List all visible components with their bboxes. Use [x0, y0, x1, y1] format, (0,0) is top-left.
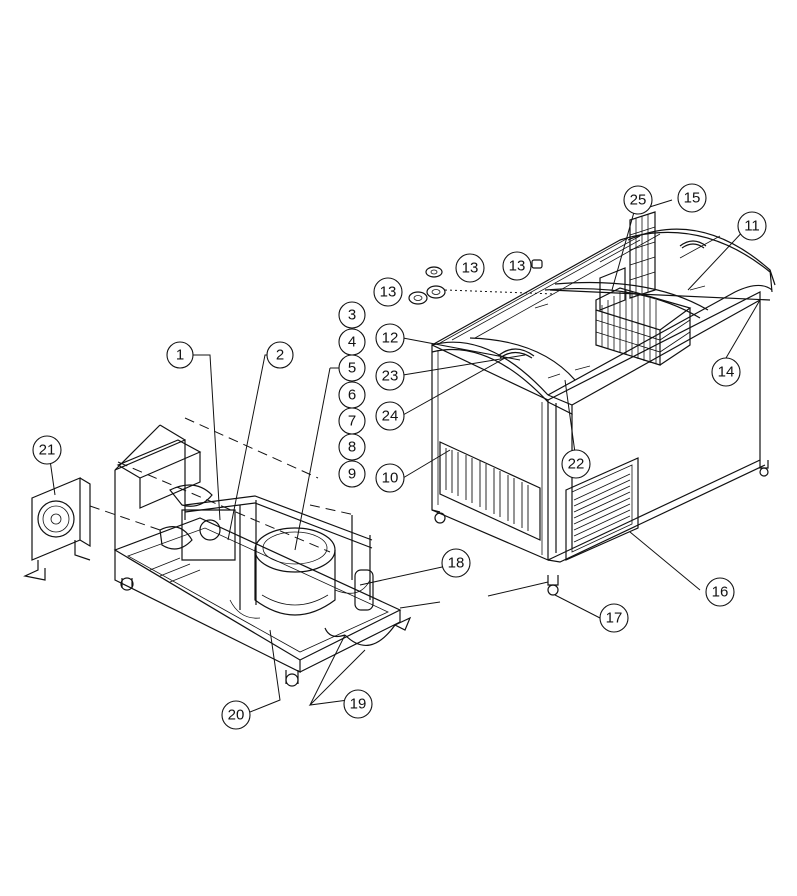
svg-text:13: 13 [462, 260, 479, 277]
svg-text:10: 10 [382, 470, 399, 487]
callout-3: 3 [338, 301, 366, 329]
callout-1: 1 [166, 341, 194, 369]
callout-22: 22 [561, 449, 591, 479]
callout-21: 21 [32, 435, 62, 465]
svg-text:14: 14 [718, 364, 735, 381]
svg-text:4: 4 [348, 334, 356, 351]
svg-text:22: 22 [568, 456, 585, 473]
svg-text:11: 11 [744, 218, 760, 235]
callout-25: 25 [623, 185, 653, 215]
callout-19: 19 [343, 689, 373, 719]
callout-12: 12 [375, 323, 405, 353]
callout-11: 11 [737, 211, 767, 241]
svg-text:13: 13 [509, 258, 526, 275]
svg-text:17: 17 [606, 610, 623, 627]
callout-8: 8 [338, 433, 366, 461]
svg-text:21: 21 [39, 442, 56, 459]
svg-text:13: 13 [380, 284, 397, 301]
svg-text:5: 5 [348, 360, 356, 377]
svg-text:24: 24 [382, 408, 399, 425]
wire-basket [595, 287, 692, 366]
callout-24: 24 [375, 401, 405, 431]
callout-17: 17 [599, 603, 629, 633]
svg-text:25: 25 [630, 192, 647, 209]
svg-text:8: 8 [348, 439, 356, 456]
callout-6: 6 [338, 381, 366, 409]
svg-text:1: 1 [176, 347, 184, 364]
callout-15: 15 [677, 183, 707, 213]
callout-10: 10 [375, 463, 405, 493]
svg-text:18: 18 [448, 555, 465, 572]
svg-text:15: 15 [684, 190, 701, 207]
lid-roller-parts [408, 259, 556, 305]
callout-16: 16 [705, 577, 735, 607]
divider-grid [629, 211, 656, 299]
callout-4: 4 [338, 328, 366, 356]
freezer-cabinet [431, 228, 776, 596]
svg-text:19: 19 [350, 696, 367, 713]
svg-text:3: 3 [348, 307, 356, 324]
svg-text:20: 20 [228, 707, 245, 724]
callout-14: 14 [711, 357, 741, 387]
callout-20: 20 [221, 700, 251, 730]
svg-text:2: 2 [276, 347, 284, 364]
callout-23: 23 [375, 361, 405, 391]
axial-fan [23, 477, 91, 581]
callout-18: 18 [441, 548, 471, 578]
lid-slide-stop [599, 267, 626, 311]
end-grille [445, 448, 529, 531]
callout-13-left: 13 [373, 277, 403, 307]
callout-7: 7 [338, 407, 366, 435]
callout-9: 9 [338, 460, 366, 488]
svg-text:16: 16 [712, 584, 729, 601]
callout-2: 2 [266, 341, 294, 369]
svg-text:23: 23 [382, 368, 399, 385]
svg-text:6: 6 [348, 387, 356, 404]
callout-13-middle: 13 [455, 253, 485, 283]
front-grille [573, 473, 631, 543]
leader-lines [49, 199, 761, 713]
callout-5: 5 [338, 354, 366, 382]
svg-text:7: 7 [348, 413, 356, 430]
callout-13-right: 13 [502, 251, 532, 281]
svg-text:9: 9 [348, 466, 356, 483]
svg-text:12: 12 [382, 330, 399, 347]
condensing-unit [113, 424, 412, 687]
